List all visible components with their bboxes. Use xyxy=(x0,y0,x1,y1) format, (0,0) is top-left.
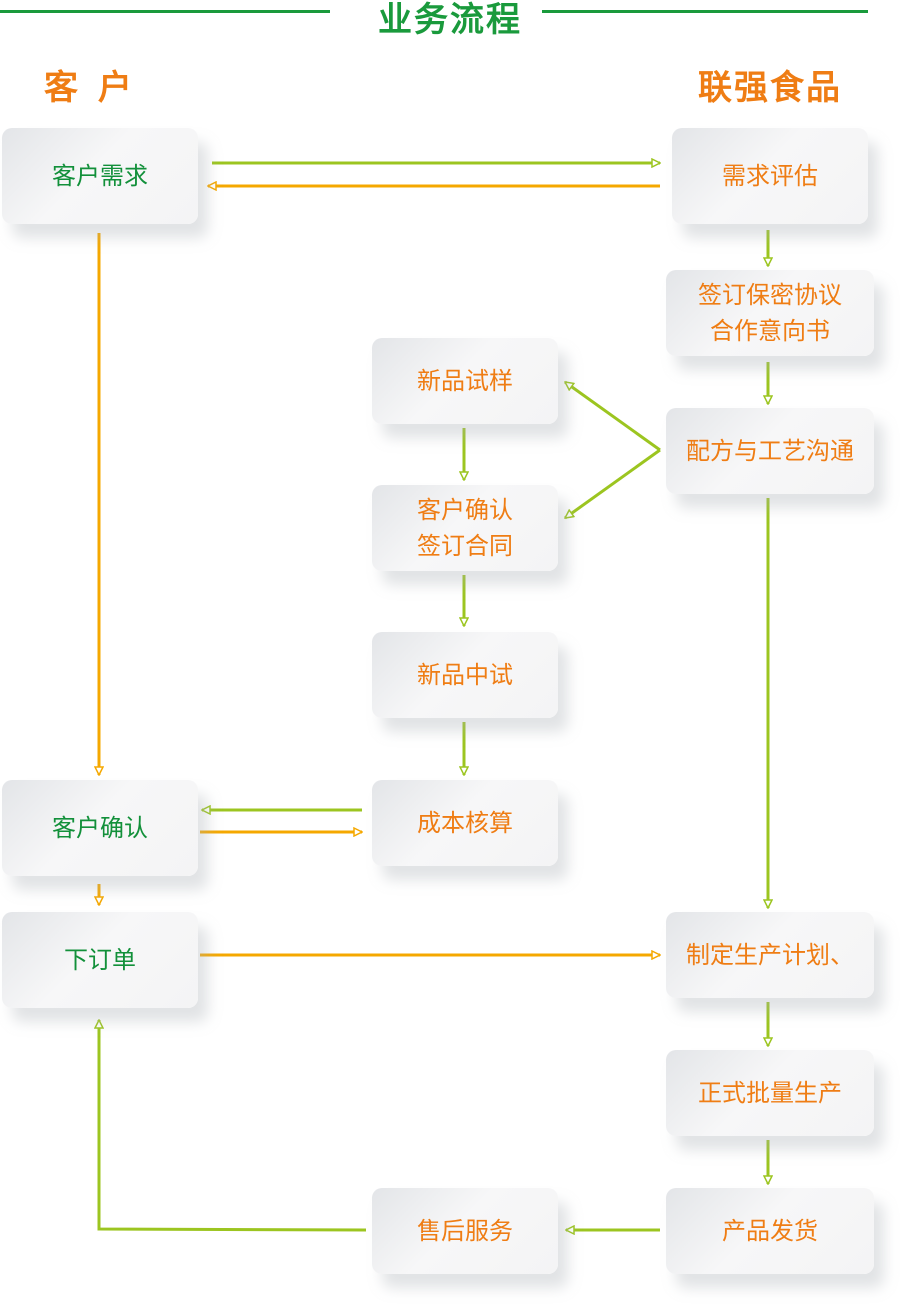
node-label: 产品发货 xyxy=(722,1217,818,1245)
node-label: 合作意向书 xyxy=(710,317,830,345)
title-rule-left xyxy=(0,10,330,13)
node-label: 成本核算 xyxy=(417,809,513,837)
company-column-heading: 联强食品 xyxy=(698,68,842,108)
node-customer-demand: 客户需求 xyxy=(2,128,198,224)
node-customer-confirm: 客户确认 xyxy=(2,780,198,876)
node-label: 新品试样 xyxy=(417,367,513,395)
node-contract: 客户确认签订合同 xyxy=(372,485,558,571)
arrow-formula-to-sample xyxy=(565,380,661,452)
node-label: 客户需求 xyxy=(52,162,148,190)
node-label: 签订保密协议 xyxy=(698,281,842,309)
node-label: 需求评估 xyxy=(722,162,818,190)
node-formula: 配方与工艺沟通 xyxy=(666,408,874,494)
node-label: 正式批量生产 xyxy=(698,1079,842,1107)
node-order: 下订单 xyxy=(2,912,198,1008)
node-label: 制定生产计划、 xyxy=(686,941,854,969)
node-after-sales: 售后服务 xyxy=(372,1188,558,1274)
page-title: 业务流程 xyxy=(378,0,522,40)
node-nda: 签订保密协议合作意向书 xyxy=(666,270,874,356)
node-label: 客户确认 xyxy=(52,814,148,842)
arrow-aftersales-to-order xyxy=(99,1020,367,1232)
node-label: 新品中试 xyxy=(417,661,513,689)
node-plan: 制定生产计划、 xyxy=(666,912,874,998)
node-demand-eval: 需求评估 xyxy=(672,128,868,224)
node-sample: 新品试样 xyxy=(372,338,558,424)
arrow-formula-to-contract xyxy=(565,448,661,520)
node-label: 下订单 xyxy=(64,946,136,974)
node-label: 签订合同 xyxy=(417,532,513,560)
node-costing: 成本核算 xyxy=(372,780,558,866)
node-shipping: 产品发货 xyxy=(666,1188,874,1274)
node-label: 客户确认 xyxy=(417,496,513,524)
title-rule-right xyxy=(542,10,868,13)
node-mass-production: 正式批量生产 xyxy=(666,1050,874,1136)
node-label: 售后服务 xyxy=(417,1217,513,1245)
node-label: 配方与工艺沟通 xyxy=(686,437,854,465)
node-pilot: 新品中试 xyxy=(372,632,558,718)
customer-column-heading: 客 户 xyxy=(44,68,136,108)
